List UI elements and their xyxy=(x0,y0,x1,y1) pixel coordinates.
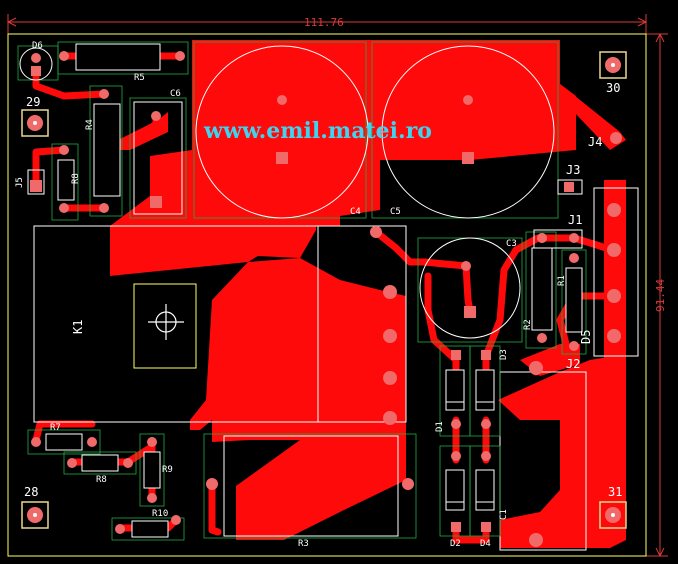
label-d5: D5 xyxy=(579,330,593,344)
label-r8: R8 xyxy=(96,475,107,485)
resistor-r2 xyxy=(525,231,557,349)
label-j1: J1 xyxy=(568,213,582,227)
label-r4: R4 xyxy=(85,119,95,130)
width-dimension-label: 111.76 xyxy=(304,16,344,29)
label-c6: C6 xyxy=(170,89,181,99)
label-d2: D2 xyxy=(450,539,461,549)
width-dimension xyxy=(6,14,648,36)
label-j3: J3 xyxy=(566,163,580,177)
label-r7: R7 xyxy=(50,423,61,433)
label-j2: J2 xyxy=(566,357,580,371)
label-r2: R2 xyxy=(523,319,533,330)
diode-d5 xyxy=(593,187,639,357)
connector-j5 xyxy=(27,169,45,195)
label-hole-31: 31 xyxy=(608,485,622,499)
capacitor-c5 xyxy=(371,41,559,219)
label-c1: C1 xyxy=(499,509,509,520)
mounting-hole-29 xyxy=(21,109,49,137)
resistor-r10 xyxy=(111,515,185,541)
diode-d4 xyxy=(469,445,501,537)
capacitor-c6 xyxy=(129,97,187,219)
resistor-r3 xyxy=(203,433,417,539)
resistor-r1 xyxy=(561,249,587,355)
label-hole-28: 28 xyxy=(24,485,38,499)
connector-j1 xyxy=(533,229,583,249)
board-outline xyxy=(7,33,647,557)
resistor-r8-upper xyxy=(51,143,79,221)
label-c5: C5 xyxy=(390,207,401,217)
label-r1: R1 xyxy=(557,275,567,286)
label-d1: D1 xyxy=(435,421,445,432)
diode-d3 xyxy=(469,345,501,437)
height-dimension-label: 91.44 xyxy=(654,279,667,312)
label-r10: R10 xyxy=(152,509,168,519)
connector-j3 xyxy=(557,179,583,195)
connector-j4 xyxy=(610,132,622,144)
label-hole-29: 29 xyxy=(26,95,40,109)
label-r5: R5 xyxy=(134,73,145,83)
resistor-r5 xyxy=(57,41,189,75)
capacitor-c4 xyxy=(193,41,369,219)
diode-d1 xyxy=(439,345,471,437)
label-d4: D4 xyxy=(480,539,491,549)
mounting-hole-31 xyxy=(599,501,627,529)
label-j5: J5 xyxy=(15,177,25,188)
label-k1: K1 xyxy=(71,320,85,334)
diode-d2 xyxy=(439,445,471,537)
label-r3: R3 xyxy=(298,539,309,549)
mounting-hole-28 xyxy=(21,501,49,529)
label-hole-30: 30 xyxy=(606,81,620,95)
resistor-r9 xyxy=(139,433,165,507)
watermark-text: www.emil.matei.ro xyxy=(203,118,432,144)
label-c4: C4 xyxy=(350,207,361,217)
relay-k1 xyxy=(33,225,407,425)
mounting-hole-30 xyxy=(599,51,627,79)
label-j4: J4 xyxy=(588,135,602,149)
connector-j2 xyxy=(499,361,587,551)
label-r9: R9 xyxy=(162,465,173,475)
diode-d6 xyxy=(17,45,59,81)
capacitor-c3 xyxy=(417,237,523,343)
label-d6: D6 xyxy=(32,41,43,51)
label-d3: D3 xyxy=(499,349,509,360)
resistor-r4 xyxy=(89,85,123,217)
label-c3: C3 xyxy=(506,239,517,249)
resistor-r8 xyxy=(63,451,137,475)
label-r8-upper: R8 xyxy=(71,173,81,184)
height-dimension xyxy=(646,32,668,558)
resistor-r7 xyxy=(27,429,101,455)
